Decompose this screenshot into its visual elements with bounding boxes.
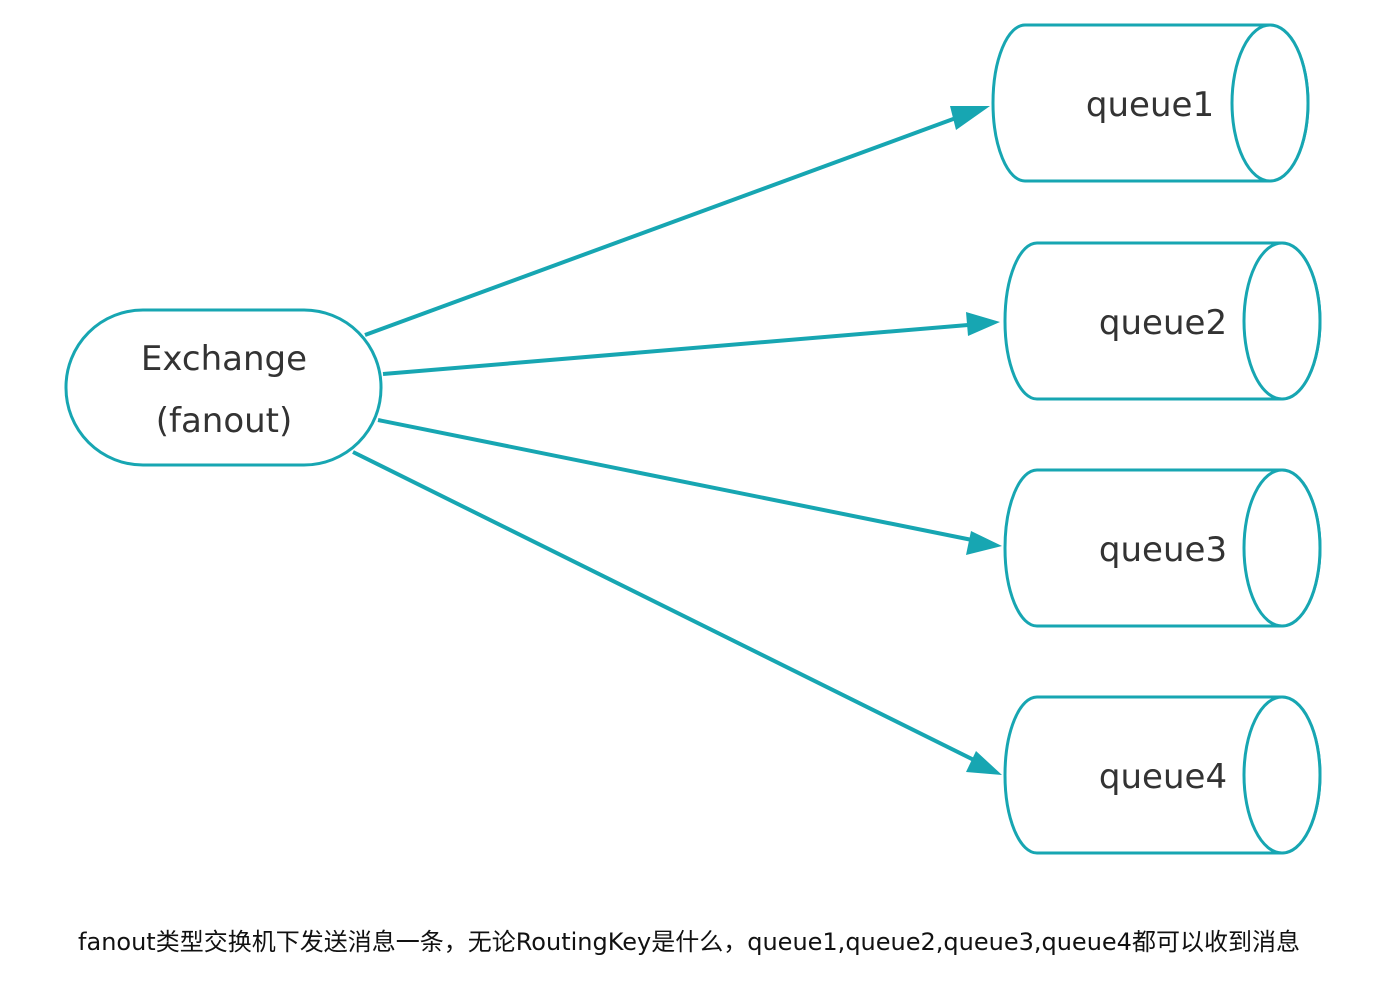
edge-exchange-to-queue1 [364,109,976,337]
edge-exchange-to-queue3 [377,418,983,544]
figure-caption: fanout类型交换机下发送消息一条，无论RoutingKey是什么，queue… [78,928,1300,956]
exchange-shape [64,308,383,467]
exchange-label-line2: (fanout) [156,401,293,441]
queue2-cylinder-end [1242,241,1322,401]
queue2-label: queue2 [1099,303,1227,343]
exchange-node: Exchange (fanout) [64,308,383,467]
exchange-label-line1: Exchange [141,339,307,379]
edges-group [352,106,1002,775]
queue-node-2: queue2 [1003,241,1322,401]
queue1-label: queue1 [1086,85,1214,125]
edge-exchange-to-queue2 [382,322,981,376]
arrowhead-queue4 [966,751,1002,775]
queue4-cylinder-end [1242,695,1322,855]
arrowhead-queue3 [966,531,1002,555]
queue-node-4: queue4 [1003,695,1322,855]
edge-exchange-to-queue4 [352,450,985,767]
queue1-cylinder-end [1230,23,1310,183]
arrowhead-queue1 [950,106,990,130]
queue3-label: queue3 [1099,530,1227,570]
queue4-label: queue4 [1099,757,1227,797]
arrowhead-queue2 [966,312,1000,336]
queue-node-1: queue1 [991,23,1310,183]
queue-node-3: queue3 [1003,468,1322,628]
queue3-cylinder-end [1242,468,1322,628]
